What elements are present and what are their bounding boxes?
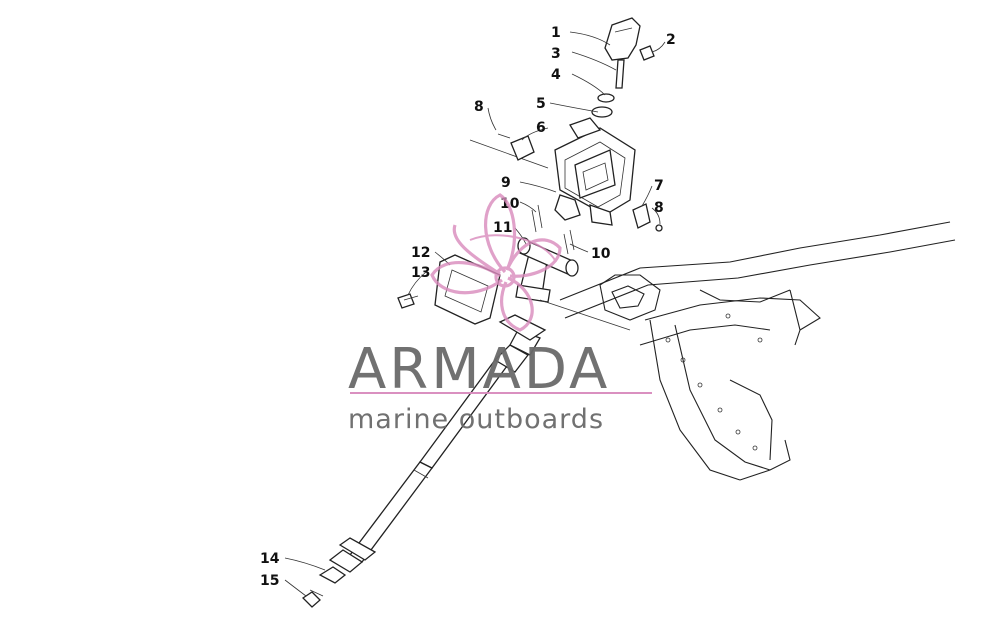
callout-1: 1: [551, 25, 561, 41]
callout-7: 7: [654, 178, 664, 194]
callout-11: 11: [493, 220, 512, 236]
steering-housing: [469, 117, 636, 226]
callout-2: 2: [666, 32, 676, 48]
callout-8-right: 8: [654, 200, 664, 216]
callout-12: 12: [411, 245, 430, 261]
callout-13: 13: [411, 265, 430, 281]
leader-lines: [284, 31, 666, 597]
callout-4: 4: [551, 67, 561, 83]
armada-propeller-logo-icon: [430, 193, 562, 332]
armada-watermark: ARMADA marine outboards: [348, 193, 652, 435]
support-bracket: [397, 254, 501, 325]
callout-labels: 1 2 3 4 5 6 7 8 8 9 10 10 11 12 13 14 15: [260, 25, 676, 589]
callout-3: 3: [551, 46, 561, 62]
callout-10-lower: 10: [591, 246, 611, 262]
callout-14: 14: [260, 551, 280, 567]
callout-6: 6: [536, 120, 546, 136]
callout-5: 5: [536, 96, 546, 112]
steering-top-parts: [497, 17, 663, 255]
callout-8-left: 8: [474, 99, 484, 115]
callout-15: 15: [260, 573, 279, 589]
callout-9: 9: [501, 175, 511, 191]
frame-structure: [559, 221, 956, 481]
watermark-tagline: marine outboards: [348, 404, 604, 435]
watermark-brand: ARMADA: [348, 337, 610, 402]
